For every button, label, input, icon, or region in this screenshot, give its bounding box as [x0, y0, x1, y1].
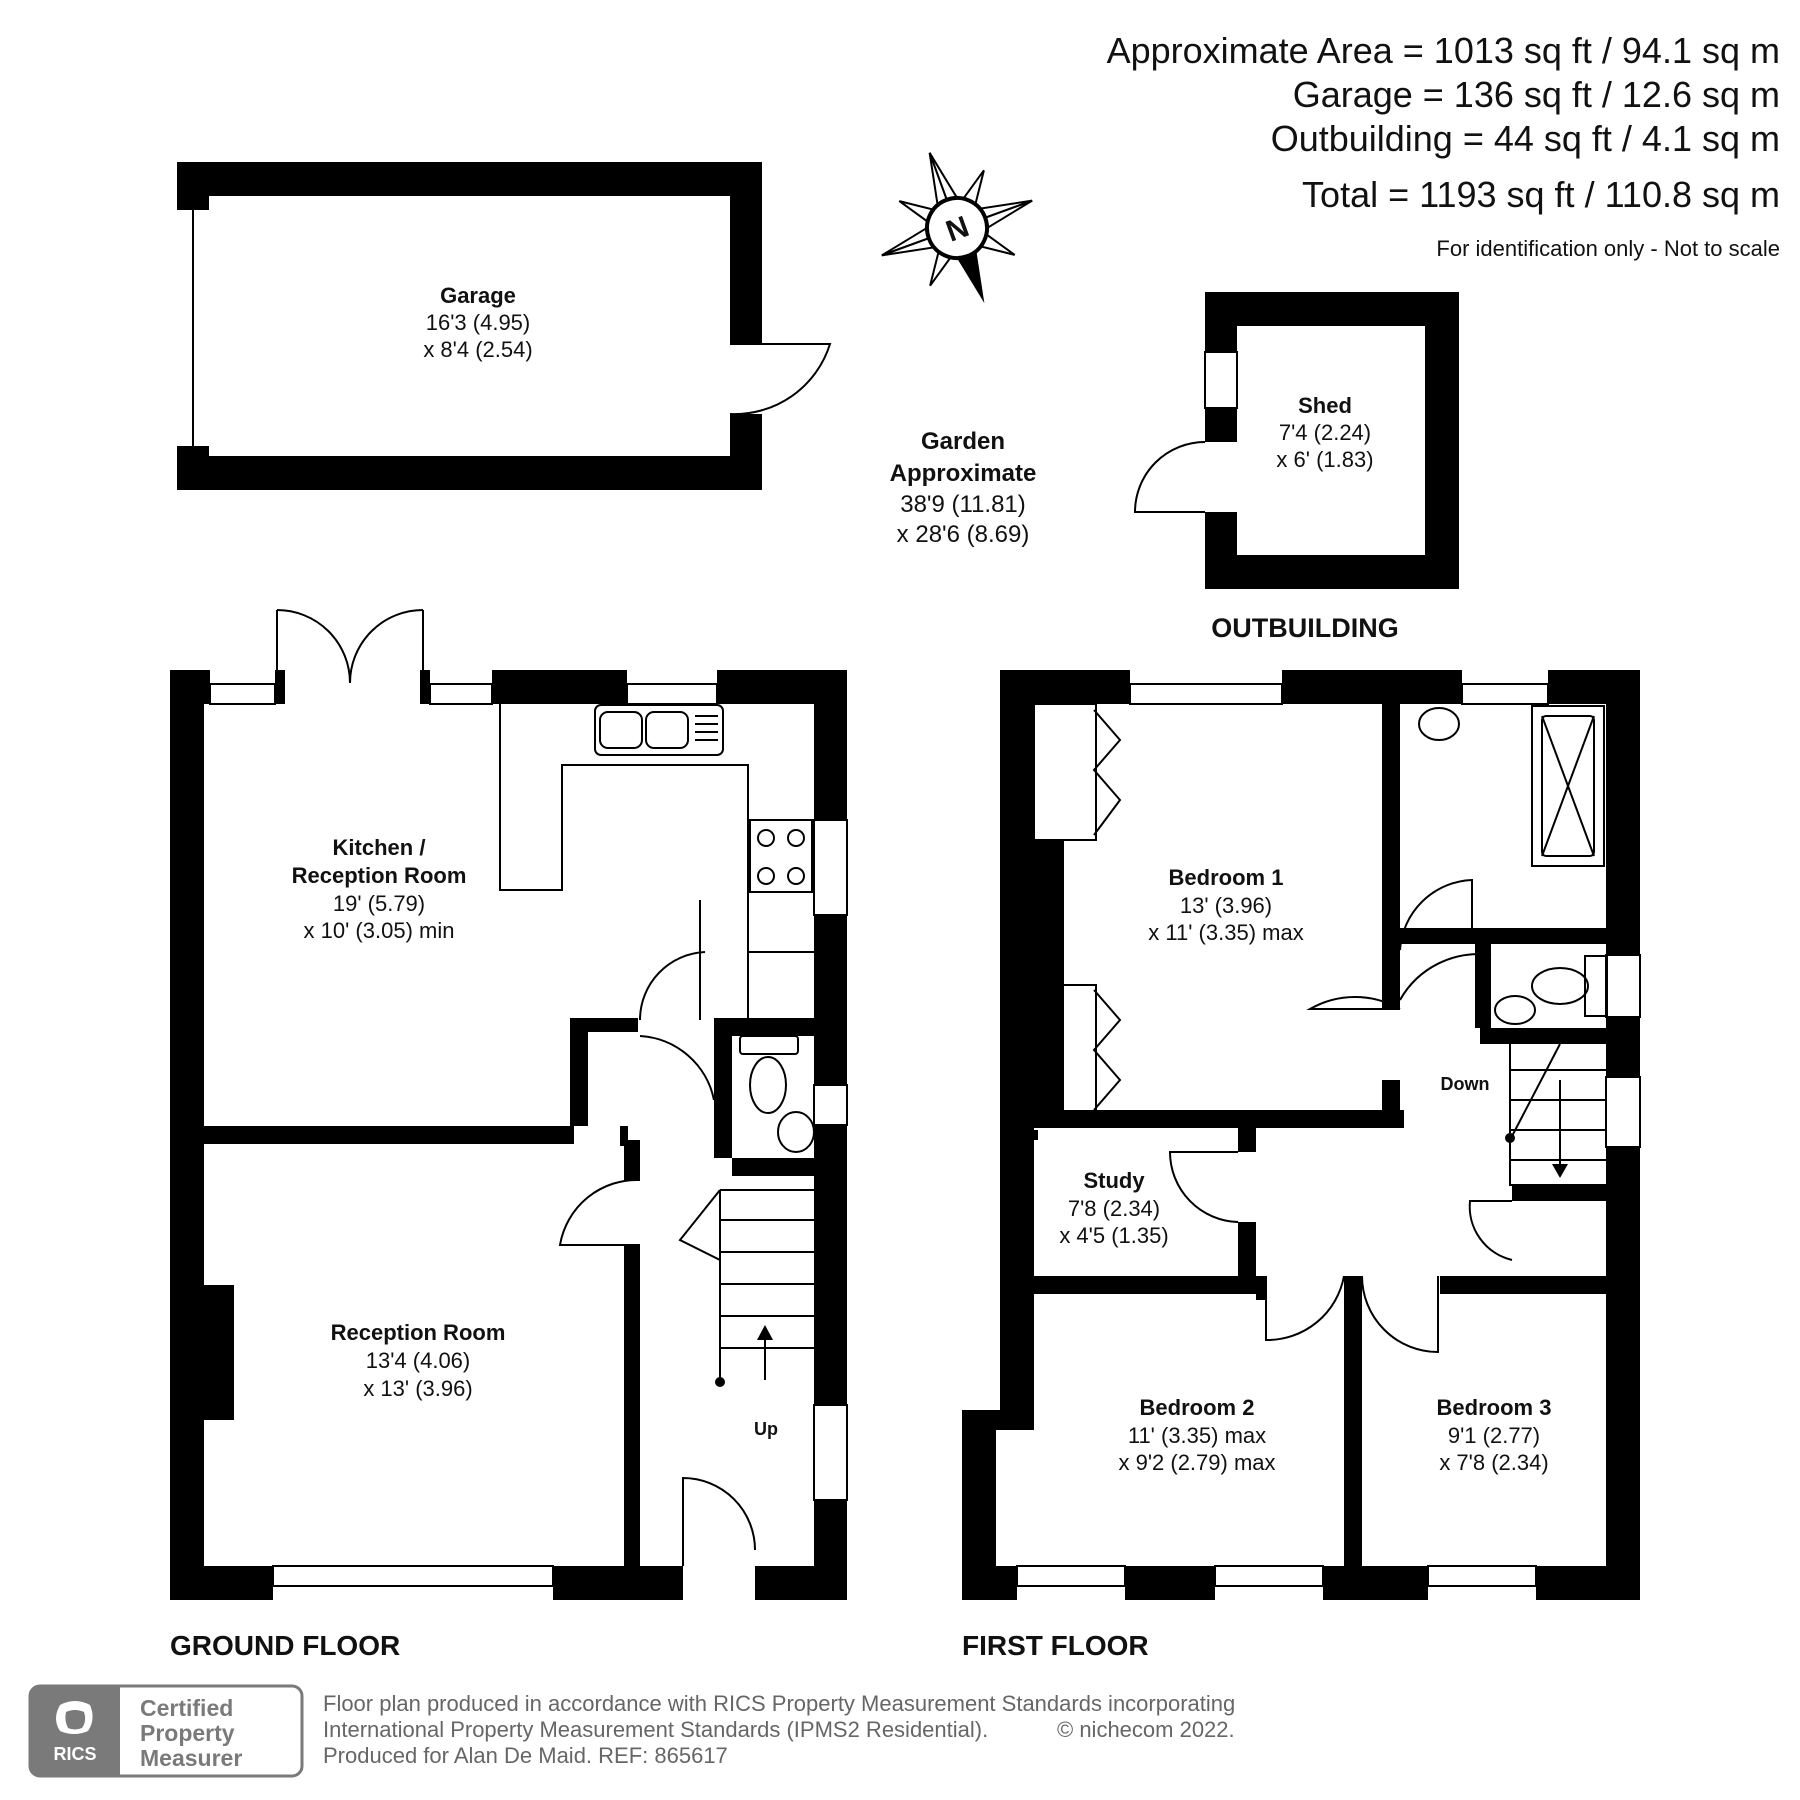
bedroom1-dim2: x 11' (3.35) max	[1148, 920, 1303, 945]
ground-floor-plan: Up Kitchen / Reception Room 19' (5.79) x…	[170, 609, 848, 1661]
garage-area-text: Garage = 136 sq ft / 12.6 sq m	[1293, 74, 1780, 115]
footer-line1: Floor plan produced in accordance with R…	[323, 1691, 1235, 1716]
shed-name: Shed	[1298, 393, 1352, 418]
stairs-down-label: Down	[1441, 1074, 1490, 1094]
bedroom2-dim2: x 9'2 (2.79) max	[1118, 1450, 1275, 1475]
outbuilding-label: OUTBUILDING	[1211, 613, 1398, 643]
garage-dim2: x 8'4 (2.54)	[423, 337, 532, 362]
shed-plan: Shed 7'4 (2.24) x 6' (1.83) OUTBUILDING	[1133, 292, 1459, 643]
stairs-up-label: Up	[754, 1419, 778, 1439]
kitchen-name1: Kitchen /	[333, 835, 426, 860]
reception-dim2: x 13' (3.96)	[363, 1376, 472, 1401]
garage-dim1: 16'3 (4.95)	[426, 310, 531, 335]
bedroom1-dim1: 13' (3.96)	[1180, 893, 1272, 918]
garden-name1: Garden	[921, 428, 1005, 455]
bedroom3-dim2: x 7'8 (2.34)	[1439, 1450, 1548, 1475]
bedroom1-name: Bedroom 1	[1169, 865, 1284, 890]
shed-dim2: x 6' (1.83)	[1276, 447, 1373, 472]
garage-name: Garage	[440, 283, 516, 308]
garden-label: Garden Approximate 38'9 (11.81) x 28'6 (…	[890, 428, 1037, 548]
garden-dim2: x 28'6 (8.69)	[897, 521, 1030, 548]
rics-badge: RICS Certified Property Measurer	[28, 1684, 304, 1778]
garden-dim1: 38'9 (11.81)	[900, 491, 1026, 518]
footer-text: Floor plan produced in accordance with R…	[323, 1691, 1235, 1768]
kitchen-dim1: 19' (5.79)	[333, 891, 425, 916]
garden-name2: Approximate	[890, 460, 1037, 487]
area-summary: Approximate Area = 1013 sq ft / 94.1 sq …	[1107, 30, 1780, 261]
footer-line3: Produced for Alan De Maid. REF: 865617	[323, 1743, 728, 1768]
first-floor-plan: Down Bedroom 1 13' (3.96) x 11' (3.35) m…	[962, 670, 1641, 1661]
reception-dim1: 13'4 (4.06)	[366, 1348, 471, 1373]
footer-line2: International Property Measurement Stand…	[323, 1717, 988, 1742]
bedroom2-name: Bedroom 2	[1140, 1395, 1255, 1420]
ground-floor-label: GROUND FLOOR	[170, 1630, 400, 1661]
outbuilding-area-text: Outbuilding = 44 sq ft / 4.1 sq m	[1271, 118, 1780, 159]
shed-dim1: 7'4 (2.24)	[1279, 420, 1371, 445]
study-dim2: x 4'5 (1.35)	[1059, 1223, 1168, 1248]
study-dim1: 7'8 (2.34)	[1068, 1196, 1160, 1221]
first-floor-label: FIRST FLOOR	[962, 1630, 1149, 1661]
badge-line3: Measurer	[140, 1745, 242, 1771]
kitchen-name2: Reception Room	[292, 863, 467, 888]
compass-icon: N	[881, 152, 1033, 304]
study-name: Study	[1083, 1168, 1145, 1193]
bedroom3-dim1: 9'1 (2.77)	[1448, 1423, 1540, 1448]
scale-note: For identification only - Not to scale	[1436, 236, 1780, 261]
bedroom2-dim1: 11' (3.35) max	[1128, 1423, 1266, 1448]
badge-line2: Property	[140, 1720, 235, 1746]
total-area-text: Total = 1193 sq ft / 110.8 sq m	[1302, 174, 1780, 215]
badge-line1: Certified	[140, 1695, 233, 1721]
reception-name: Reception Room	[331, 1320, 506, 1345]
footer-copyright: © nichecom 2022.	[1057, 1717, 1235, 1742]
rics-logo-text: RICS	[53, 1744, 96, 1764]
rics-lion-icon	[56, 1701, 93, 1734]
garage-plan: Garage 16'3 (4.95) x 8'4 (2.54)	[177, 162, 832, 490]
kitchen-dim2: x 10' (3.05) min	[304, 918, 455, 943]
approximate-area-text: Approximate Area = 1013 sq ft / 94.1 sq …	[1107, 30, 1780, 71]
bedroom3-name: Bedroom 3	[1437, 1395, 1552, 1420]
